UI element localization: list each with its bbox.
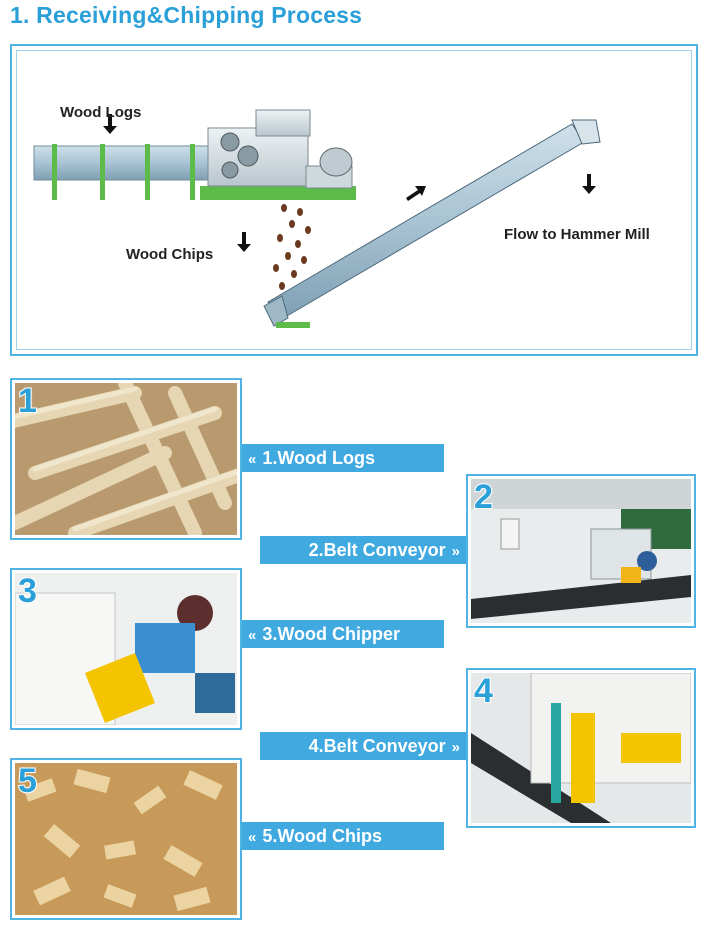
step-label-3-text: 3.Wood Chipper bbox=[262, 624, 401, 644]
horizontal-conveyor bbox=[33, 144, 211, 200]
photo-wood-chips: 5 bbox=[10, 758, 242, 920]
chevron-right-icon: » bbox=[451, 739, 460, 756]
step-label-5: « 5.Wood Chips bbox=[242, 822, 444, 850]
step-label-4-text: 4.Belt Conveyor bbox=[308, 736, 446, 756]
step-number-5: 5 bbox=[17, 762, 38, 800]
chevron-left-icon: « bbox=[248, 627, 257, 644]
flow-to-hammer-mill-label: Flow to Hammer Mill bbox=[504, 226, 650, 243]
photo-wood-chipper: 3 bbox=[10, 568, 242, 730]
step-label-4: 4.Belt Conveyor » bbox=[260, 732, 466, 760]
step-number-4: 4 bbox=[473, 672, 494, 710]
step-label-2: 2.Belt Conveyor » bbox=[260, 536, 466, 564]
chevron-left-icon: « bbox=[248, 829, 257, 846]
chevron-left-icon: « bbox=[248, 451, 257, 468]
photo-belt-conveyor-2: 4 bbox=[466, 668, 696, 828]
step-label-5-text: 5.Wood Chips bbox=[262, 826, 383, 846]
wood-chips-label: Wood Chips bbox=[126, 246, 214, 263]
inclined-conveyor bbox=[263, 119, 601, 328]
photo-belt-conveyor-1: 2 bbox=[466, 474, 696, 628]
process-diagram: Wood Logs Wood Chips Flow to Hammer Mill bbox=[10, 44, 698, 356]
step-number-1: 1 bbox=[17, 382, 38, 420]
photo-wood-logs: 1 bbox=[10, 378, 242, 540]
step-label-2-text: 2.Belt Conveyor bbox=[308, 540, 446, 560]
step-label-3: « 3.Wood Chipper bbox=[242, 620, 444, 648]
step-label-1-text: 1.Wood Logs bbox=[262, 448, 376, 468]
step-number-2: 2 bbox=[473, 478, 494, 516]
chevron-right-icon: » bbox=[451, 543, 460, 560]
diagram-illustration bbox=[33, 109, 601, 328]
flow-arrows bbox=[103, 114, 596, 252]
page-title: 1. Receiving&Chipping Process bbox=[10, 2, 363, 28]
step-number-3: 3 bbox=[17, 572, 38, 610]
step-label-1: « 1.Wood Logs bbox=[242, 444, 444, 472]
wood-chipper-machine bbox=[200, 109, 356, 200]
wood-logs-label: Wood Logs bbox=[60, 104, 142, 121]
